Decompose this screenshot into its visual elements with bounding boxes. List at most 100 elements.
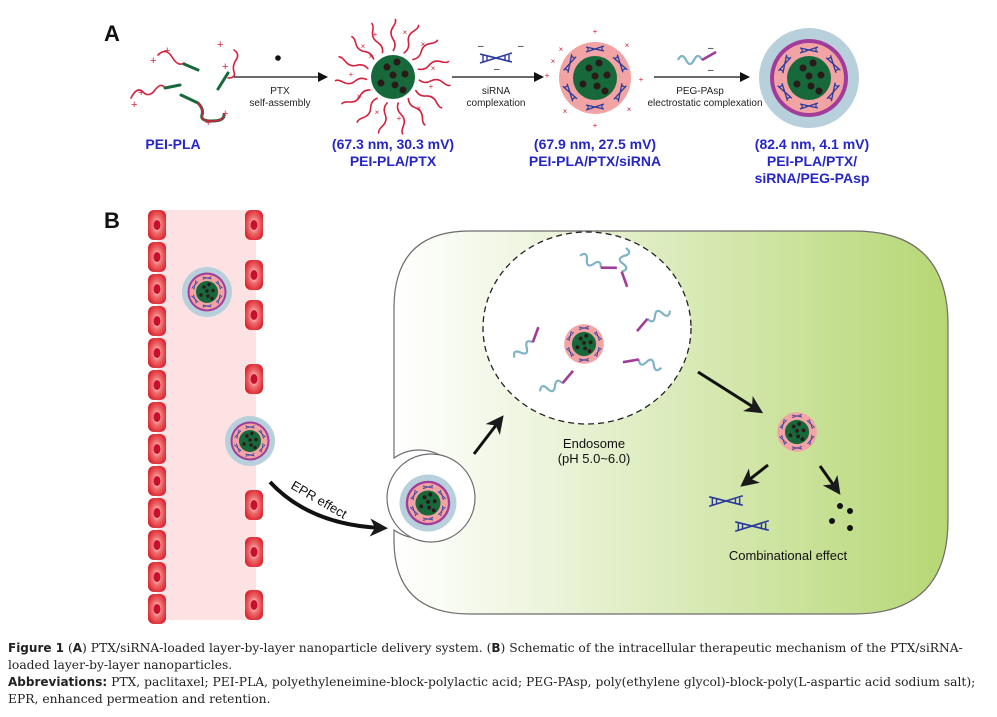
endothelial-cell [245, 364, 263, 394]
svg-text:×: × [551, 57, 556, 66]
endothelial-cell [245, 490, 263, 520]
svg-text:×: × [417, 104, 422, 113]
endosome-nanoparticle [564, 324, 604, 364]
sirna-release-arrow [740, 463, 769, 487]
ptx-release-arrow [818, 465, 841, 495]
endothelial-cell [245, 210, 263, 240]
endothelial-cell [148, 562, 166, 592]
svg-text:+: + [639, 75, 644, 84]
label-full-line2: siRNA/PEG-PAsp [755, 170, 870, 186]
endothelial-cell [148, 370, 166, 400]
label-pei-pla-ptx-sirna: PEI-PLA/PTX/siRNA [529, 153, 661, 169]
svg-text:+: + [593, 121, 598, 130]
svg-text:–: – [518, 41, 524, 52]
pei-pla-ptx-micelle: ×+×× ×+×+ ××+× [334, 18, 451, 135]
uptake-arrow [472, 415, 504, 455]
endosome-ph-label: (pH 5.0~6.0) [558, 451, 631, 466]
svg-text:×: × [403, 28, 408, 37]
caption-line: Figure 1 (A) PTX/siRNA-loaded layer-by-l… [8, 641, 963, 672]
svg-text:+: + [217, 39, 223, 51]
svg-text:×: × [625, 41, 630, 50]
svg-text:+: + [397, 114, 402, 123]
circulating-nanoparticle [182, 267, 232, 317]
svg-text:+: + [138, 87, 144, 99]
size-charge-sirna: (67.9 nm, 27.5 mV) [534, 136, 656, 152]
arrow-1-line1: PTX [270, 86, 290, 97]
svg-text:+: + [205, 117, 211, 129]
epr-arrow [268, 480, 388, 537]
extravasating-nanoparticle [225, 416, 275, 466]
arrow-2-line2: complexation [467, 98, 526, 109]
arrow-1-line2: self-assembly [249, 98, 310, 109]
endothelial-cell [148, 242, 166, 272]
svg-text:+: + [429, 82, 434, 91]
svg-text:×: × [421, 40, 426, 49]
svg-text:+: + [222, 61, 228, 73]
svg-text:+: + [164, 45, 170, 57]
figure-number: Figure 1 [8, 641, 65, 655]
arrow-2-line1: siRNA [482, 86, 511, 97]
layered-nanoparticle [759, 28, 859, 128]
combinational-effect-label: Combinational effect [729, 548, 848, 563]
endosome-label: Endosome [563, 436, 625, 451]
svg-text:+: + [349, 70, 354, 79]
abbreviations: Abbreviations: PTX, paclitaxel; PEI-PLA,… [8, 674, 993, 708]
internalized-nanoparticle [400, 475, 457, 532]
svg-text:+: + [593, 27, 598, 36]
endothelial-cell [148, 338, 166, 368]
abbreviations-text: PTX, paclitaxel; PEI-PLA, polyethyleneim… [8, 675, 976, 706]
svg-text:×: × [357, 92, 362, 101]
escaped-nanoparticle [777, 412, 817, 452]
svg-text:×: × [431, 64, 436, 73]
svg-text:–: – [478, 41, 484, 52]
endothelial-cell [245, 260, 263, 290]
pei-pla-ptx-sirna-nanoparticle: ×+× +×+ ×+× [545, 27, 644, 130]
escape-arrow [697, 370, 764, 414]
svg-text:–: – [708, 43, 714, 54]
label-full-line1: PEI-PLA/PTX/ [767, 153, 857, 169]
endothelial-cell [148, 274, 166, 304]
panel-b-label: B [104, 208, 120, 233]
endothelial-cell [148, 210, 166, 240]
svg-text:×: × [627, 105, 632, 114]
figure-caption: Figure 1 (A) PTX/siRNA-loaded layer-by-l… [8, 640, 993, 708]
endothelial-cell [245, 300, 263, 330]
abbreviations-label: Abbreviations: [8, 675, 108, 689]
svg-text:×: × [559, 45, 564, 54]
pei-pla-polymers: ++ ++ ++ ++ [130, 39, 239, 129]
svg-text:–: – [494, 64, 500, 75]
svg-text:×: × [563, 107, 568, 116]
label-pei-pla-ptx: PEI-PLA/PTX [350, 153, 437, 169]
svg-text:+: + [373, 30, 378, 39]
svg-text:+: + [150, 55, 156, 67]
svg-text:+: + [131, 99, 137, 111]
endothelial-cell [148, 434, 166, 464]
arrow-3-line1: PEG-PAsp [676, 86, 724, 97]
endothelial-cell [148, 402, 166, 432]
caption-b-label: B [491, 641, 501, 655]
size-charge-ptx: (67.3 nm, 30.3 mV) [332, 136, 454, 152]
figure-1: A ++ ++ ++ ++ PTX self-assembly [104, 18, 949, 624]
caption-a-label: A [72, 641, 83, 655]
arrow-3-line2: electrostatic complexation [647, 98, 762, 109]
svg-text:+: + [222, 108, 228, 120]
released-ptx-icon [829, 503, 853, 531]
sirna-icon [479, 52, 513, 64]
svg-text:×: × [361, 42, 366, 51]
endothelial-cell [148, 306, 166, 336]
endothelial-cell [148, 498, 166, 528]
endothelial-cell [148, 466, 166, 496]
svg-text:+: + [545, 71, 550, 80]
endothelial-cell [245, 590, 263, 620]
caption-a-text: PTX/siRNA-loaded layer-by-layer nanopart… [90, 641, 483, 655]
size-charge-full: (82.4 nm, 4.1 mV) [755, 136, 869, 152]
endothelial-cell [148, 530, 166, 560]
ptx-molecule-icon [275, 55, 281, 61]
endothelial-cell [245, 537, 263, 567]
caption-b-text: Schematic of the intracellular therapeut… [8, 641, 963, 672]
panel-a-label: A [104, 21, 120, 46]
label-pei-pla: PEI-PLA [145, 136, 200, 152]
endothelial-cell [148, 594, 166, 624]
svg-text:–: – [708, 65, 714, 76]
svg-text:×: × [375, 108, 380, 117]
